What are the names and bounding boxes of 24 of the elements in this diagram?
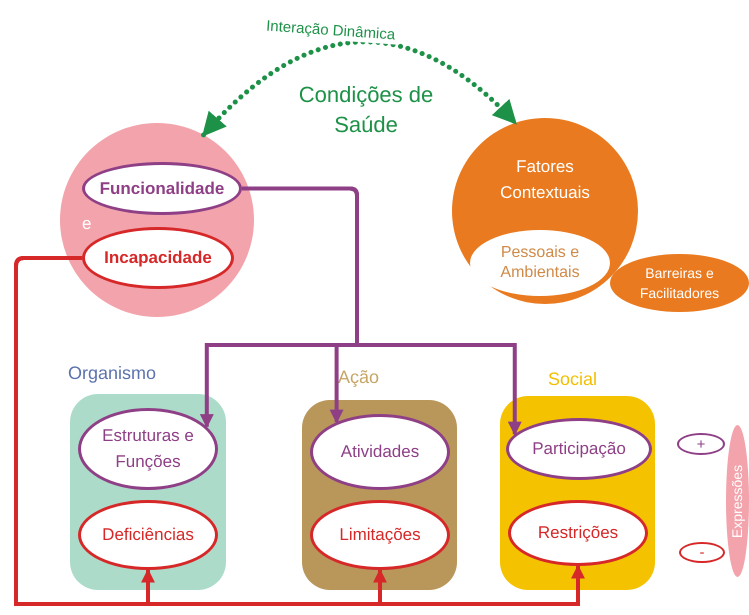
category-heading: Social [548,368,598,391]
connector-word: e [82,213,92,235]
plus-ellipse [677,433,725,455]
node-label: Limitações [339,524,421,546]
sign-text: + [696,436,706,452]
category-heading: Ação [338,366,380,389]
node-label: Barreiras e Facilitadores [638,264,720,303]
connector-arrow [14,256,585,606]
node-label: Restrições [538,522,618,544]
node-label: Incapacidade [104,247,212,270]
node-label: Fatores Contextuais [499,156,591,204]
node-label: Participação [532,438,626,460]
minus-ellipse [679,542,725,563]
center-label: Condições de Saúde [298,81,434,139]
node-label: Atividades [340,441,420,464]
node-label: Estruturas e Funções [101,425,195,473]
node-label: Funcionalidade [100,178,224,200]
category-heading: Organismo [68,362,156,385]
dotted-arrow [201,39,518,138]
node-label: Deficiências [102,524,194,546]
ellipse-node [610,254,749,312]
vertical-label: Expressões [728,464,746,538]
node-label: Pessoais e Ambientais [499,243,581,283]
sign-text: - [700,545,704,560]
